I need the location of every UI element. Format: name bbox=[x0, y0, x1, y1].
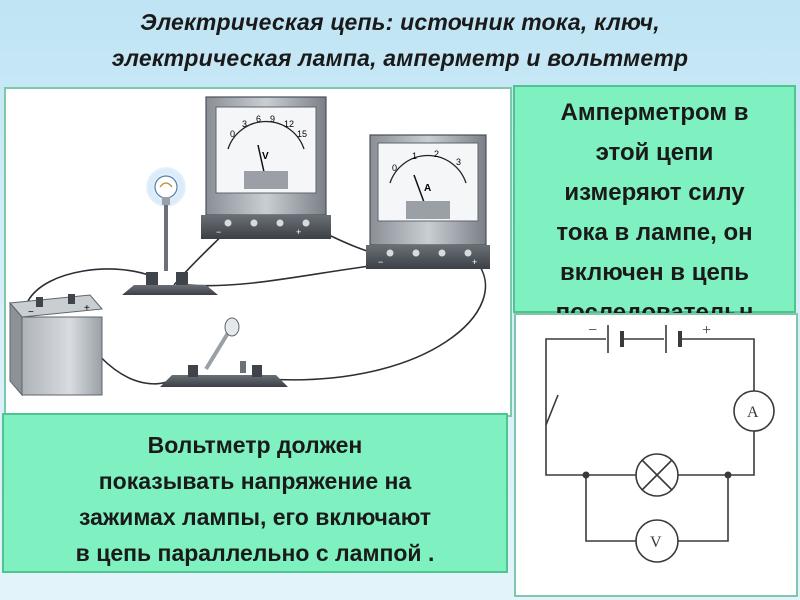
voltmeter-callout-line: зажимах лампы, его включают bbox=[78, 504, 432, 530]
ammeter-terminal-3 bbox=[438, 249, 446, 257]
schematic-wire-left bbox=[545, 435, 586, 476]
schematic-ammeter-letter: A bbox=[747, 404, 759, 421]
schematic-minus-sign: − bbox=[588, 322, 597, 339]
circuit-illustration-svg: 0 3 6 9 12 15 V − + bbox=[8, 96, 490, 397]
slide-title-line-1: Электрическая цепь: источник тока, ключ, bbox=[140, 9, 660, 35]
ammeter-terminal-4 bbox=[464, 249, 472, 257]
schematic-ammeter-circle bbox=[733, 390, 775, 432]
schematic-wire-top-left bbox=[545, 338, 606, 435]
voltmeter-tick-label-0: 0 bbox=[230, 129, 235, 139]
schematic-wire-top-right bbox=[702, 338, 755, 391]
wire-lamp-to-ammeter bbox=[187, 264, 379, 287]
switch-contact bbox=[240, 361, 246, 373]
wire-ammeter-to-switch bbox=[265, 260, 487, 381]
switch-base bbox=[160, 375, 288, 387]
battery: − + bbox=[8, 294, 104, 397]
schematic-wire-voltmeter-right bbox=[678, 475, 729, 542]
schematic-voltmeter-circle bbox=[635, 519, 679, 563]
switch-terminal-left bbox=[188, 365, 198, 377]
schematic-switch-blade bbox=[545, 394, 559, 426]
circuit-illustration: 0 3 6 9 12 15 V − + bbox=[4, 87, 512, 417]
voltmeter-plus-mark: + bbox=[296, 227, 301, 237]
lamp bbox=[122, 167, 218, 295]
ammeter-base bbox=[366, 245, 490, 269]
ammeter-tick-label-3: 3 bbox=[456, 157, 461, 167]
ammeter-dial-letter: A bbox=[424, 183, 431, 194]
ammeter-arc bbox=[389, 154, 467, 184]
ammeter-plus-mark: + bbox=[472, 257, 477, 267]
slide-title-line-2: электрическая лампа, амперметр и вольтме… bbox=[111, 45, 689, 71]
schematic-junction-right bbox=[724, 471, 732, 479]
voltmeter-callout-line: показывать напряжение на bbox=[98, 468, 412, 494]
schematic-junction-left bbox=[582, 471, 590, 479]
ammeter-tick-label-1: 1 bbox=[412, 151, 417, 161]
lamp-socket bbox=[162, 197, 170, 205]
lamp-bulb bbox=[154, 175, 178, 199]
circuit-schematic-svg: − + A V bbox=[545, 322, 775, 563]
schematic-wires bbox=[545, 338, 755, 542]
ammeter-callout-line: тока в лампе, он bbox=[556, 219, 753, 246]
voltmeter-tick-label-1: 3 bbox=[242, 119, 247, 129]
battery-terminal-right bbox=[68, 294, 75, 304]
schematic-voltmeter-letter: V bbox=[650, 534, 662, 551]
voltmeter-tick-label-3: 9 bbox=[270, 114, 275, 124]
voltmeter-mechanism bbox=[244, 171, 288, 189]
ammeter-terminal-1 bbox=[386, 249, 394, 257]
voltmeter-tick-label-5: 15 bbox=[297, 129, 307, 139]
voltmeter-terminal-4 bbox=[302, 219, 310, 227]
circuit-schematic: − + A V bbox=[514, 313, 798, 597]
lamp-terminal-left bbox=[146, 272, 158, 285]
voltmeter-base bbox=[201, 215, 331, 239]
voltmeter-terminal-2 bbox=[250, 219, 258, 227]
ammeter-callout-line: этой цепи bbox=[595, 139, 714, 166]
schematic-wire-voltmeter-left bbox=[585, 475, 636, 542]
switch-blade bbox=[204, 331, 230, 371]
ammeter-callout-line: измеряют силу bbox=[564, 179, 745, 206]
battery-front bbox=[21, 316, 103, 396]
lamp-filament bbox=[159, 182, 173, 188]
knife-switch bbox=[160, 317, 288, 387]
ammeter-callout-line: Амперметром в bbox=[560, 99, 749, 126]
voltmeter-dial-letter: V bbox=[262, 151, 269, 162]
ammeter-minus-mark: − bbox=[378, 257, 383, 267]
ammeter-callout: Амперметром в этой цепи измеряют силу то… bbox=[513, 85, 796, 360]
voltmeter-callout-line: в цепь параллельно с лампой . bbox=[75, 540, 435, 566]
ammeter-terminal-2 bbox=[412, 249, 420, 257]
switch-handle bbox=[224, 317, 240, 337]
voltmeter-callout-line: Вольтметр должен bbox=[147, 432, 363, 458]
slide-title: Электрическая цепь: источник тока, ключ,… bbox=[10, 4, 790, 82]
ammeter-device: 0 1 2 3 A − + bbox=[366, 134, 490, 269]
schematic-plus-sign: + bbox=[702, 322, 711, 339]
ammeter-callout-line: включен в цепь bbox=[559, 259, 750, 286]
schematic-lamp-cross-2 bbox=[641, 459, 673, 491]
ammeter-tick-label-2: 2 bbox=[434, 149, 439, 159]
ammeter-mechanism bbox=[406, 201, 450, 219]
lamp-rod bbox=[164, 205, 168, 271]
voltmeter-minus-mark: − bbox=[216, 227, 221, 237]
voltmeter-terminal-1 bbox=[224, 219, 232, 227]
wire-battery-to-lamp bbox=[27, 268, 155, 302]
voltmeter-device: 0 3 6 9 12 15 V − + bbox=[201, 96, 331, 239]
ammeter-tick-label-0: 0 bbox=[392, 163, 397, 173]
battery-side bbox=[9, 301, 23, 397]
switch-terminal-right bbox=[252, 365, 262, 377]
battery-terminal-left bbox=[36, 297, 43, 307]
lamp-terminal-right bbox=[176, 272, 188, 285]
battery-plus-mark: + bbox=[84, 303, 90, 314]
lamp-base bbox=[122, 285, 218, 295]
voltmeter-callout: Вольтметр должен показывать напряжение н… bbox=[2, 413, 508, 573]
voltmeter-arc bbox=[227, 120, 305, 150]
battery-minus-mark: − bbox=[28, 307, 34, 318]
schematic-battery bbox=[607, 325, 702, 353]
voltmeter-tick-label-2: 6 bbox=[256, 114, 261, 124]
voltmeter-terminal-3 bbox=[276, 219, 284, 227]
schematic-wire-right bbox=[678, 431, 755, 476]
voltmeter-tick-label-4: 12 bbox=[284, 119, 294, 129]
